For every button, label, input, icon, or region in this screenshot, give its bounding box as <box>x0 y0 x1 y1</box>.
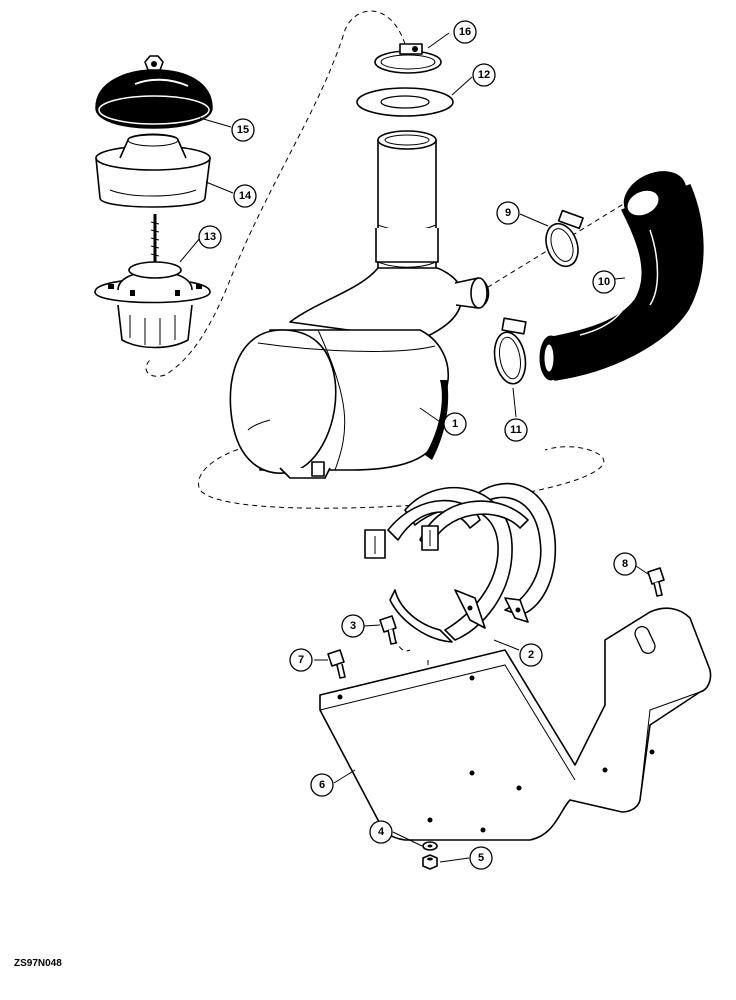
svg-text:14: 14 <box>239 190 252 202</box>
callout-2: 2 <box>519 643 543 667</box>
svg-text:1: 1 <box>452 418 458 430</box>
callout-16: 16 <box>453 20 477 44</box>
precleaner-base <box>94 214 211 349</box>
callout-6: 6 <box>310 773 334 797</box>
svg-text:13: 13 <box>204 231 216 243</box>
svg-text:2: 2 <box>528 649 534 661</box>
air-cleaner-housing <box>229 130 490 479</box>
nut <box>422 854 438 870</box>
mounting-band <box>364 482 557 643</box>
callout-15: 15 <box>231 118 255 142</box>
svg-text:4: 4 <box>378 826 385 838</box>
svg-text:7: 7 <box>298 654 304 666</box>
callout-12: 12 <box>472 63 496 87</box>
svg-text:12: 12 <box>478 69 490 81</box>
pipe-clamp <box>374 43 442 74</box>
callout-8: 8 <box>613 552 637 576</box>
callout-5: 5 <box>469 846 493 870</box>
svg-text:6: 6 <box>319 779 325 791</box>
bracket-bolt-rear <box>647 567 665 597</box>
svg-text:11: 11 <box>510 424 522 436</box>
svg-text:3: 3 <box>350 620 356 632</box>
svg-text:10: 10 <box>598 276 610 288</box>
svg-text:15: 15 <box>237 124 249 136</box>
hose-clamp-upper <box>545 209 584 268</box>
bracket-bolt <box>327 649 346 679</box>
precleaner-bowl <box>95 133 211 208</box>
precleaner-cap <box>95 55 213 129</box>
hose-clamp-lower <box>493 317 527 385</box>
drawing-code: ZS97N048 <box>14 958 62 969</box>
washer <box>422 841 438 851</box>
callout-14: 14 <box>233 184 257 208</box>
svg-text:8: 8 <box>622 558 628 570</box>
svg-text:16: 16 <box>459 26 471 38</box>
callouts: 16 12 15 14 13 9 10 11 <box>198 20 637 870</box>
callout-10: 10 <box>592 270 616 294</box>
callout-1: 1 <box>443 412 467 436</box>
svg-text:9: 9 <box>505 207 511 219</box>
callout-9: 9 <box>496 201 520 225</box>
callout-13: 13 <box>198 225 222 249</box>
callout-7: 7 <box>289 648 313 672</box>
intake-hose <box>539 171 704 381</box>
mounting-bracket <box>319 607 712 841</box>
svg-text:5: 5 <box>478 852 484 864</box>
band-bolt <box>379 615 397 645</box>
callout-3: 3 <box>341 614 365 638</box>
callout-11: 11 <box>504 418 528 442</box>
callout-4: 4 <box>369 820 393 844</box>
gasket <box>356 87 454 117</box>
